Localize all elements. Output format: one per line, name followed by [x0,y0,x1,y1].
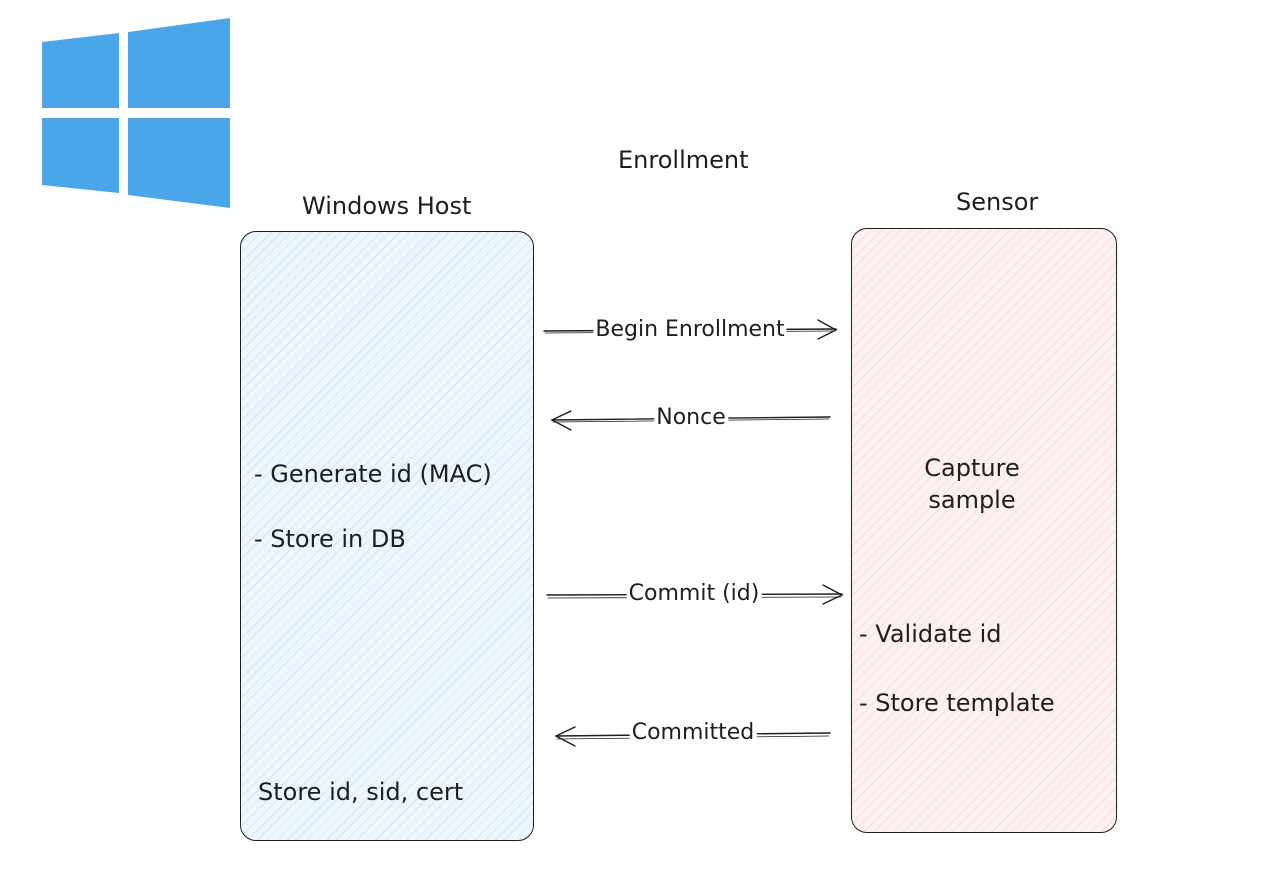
diagram-title: Enrollment [618,146,749,174]
nonce-label: Nonce [654,405,728,430]
capture-line-1: Capture [924,454,1020,482]
sensor-header: Sensor [956,188,1039,216]
sensor-capture-sample: Capture sample [924,452,1019,517]
begin-enrollment-label: Begin Enrollment [593,317,787,342]
host-footer-store: Store id, sid, cert [258,778,464,806]
sensor-lane [851,228,1117,833]
host-lane [240,231,534,841]
host-step-generate-id: - Generate id (MAC) [254,460,492,488]
committed-label: Committed [629,720,757,745]
sensor-step-store-template: - Store template [859,689,1055,717]
capture-line-2: sample [928,486,1016,515]
host-step-store-db: - Store in DB [254,525,406,553]
host-header: Windows Host [302,192,472,220]
commit-label: Commit (id) [626,581,762,606]
sensor-step-validate-id: - Validate id [859,620,1002,648]
windows-logo-icon [42,18,230,208]
